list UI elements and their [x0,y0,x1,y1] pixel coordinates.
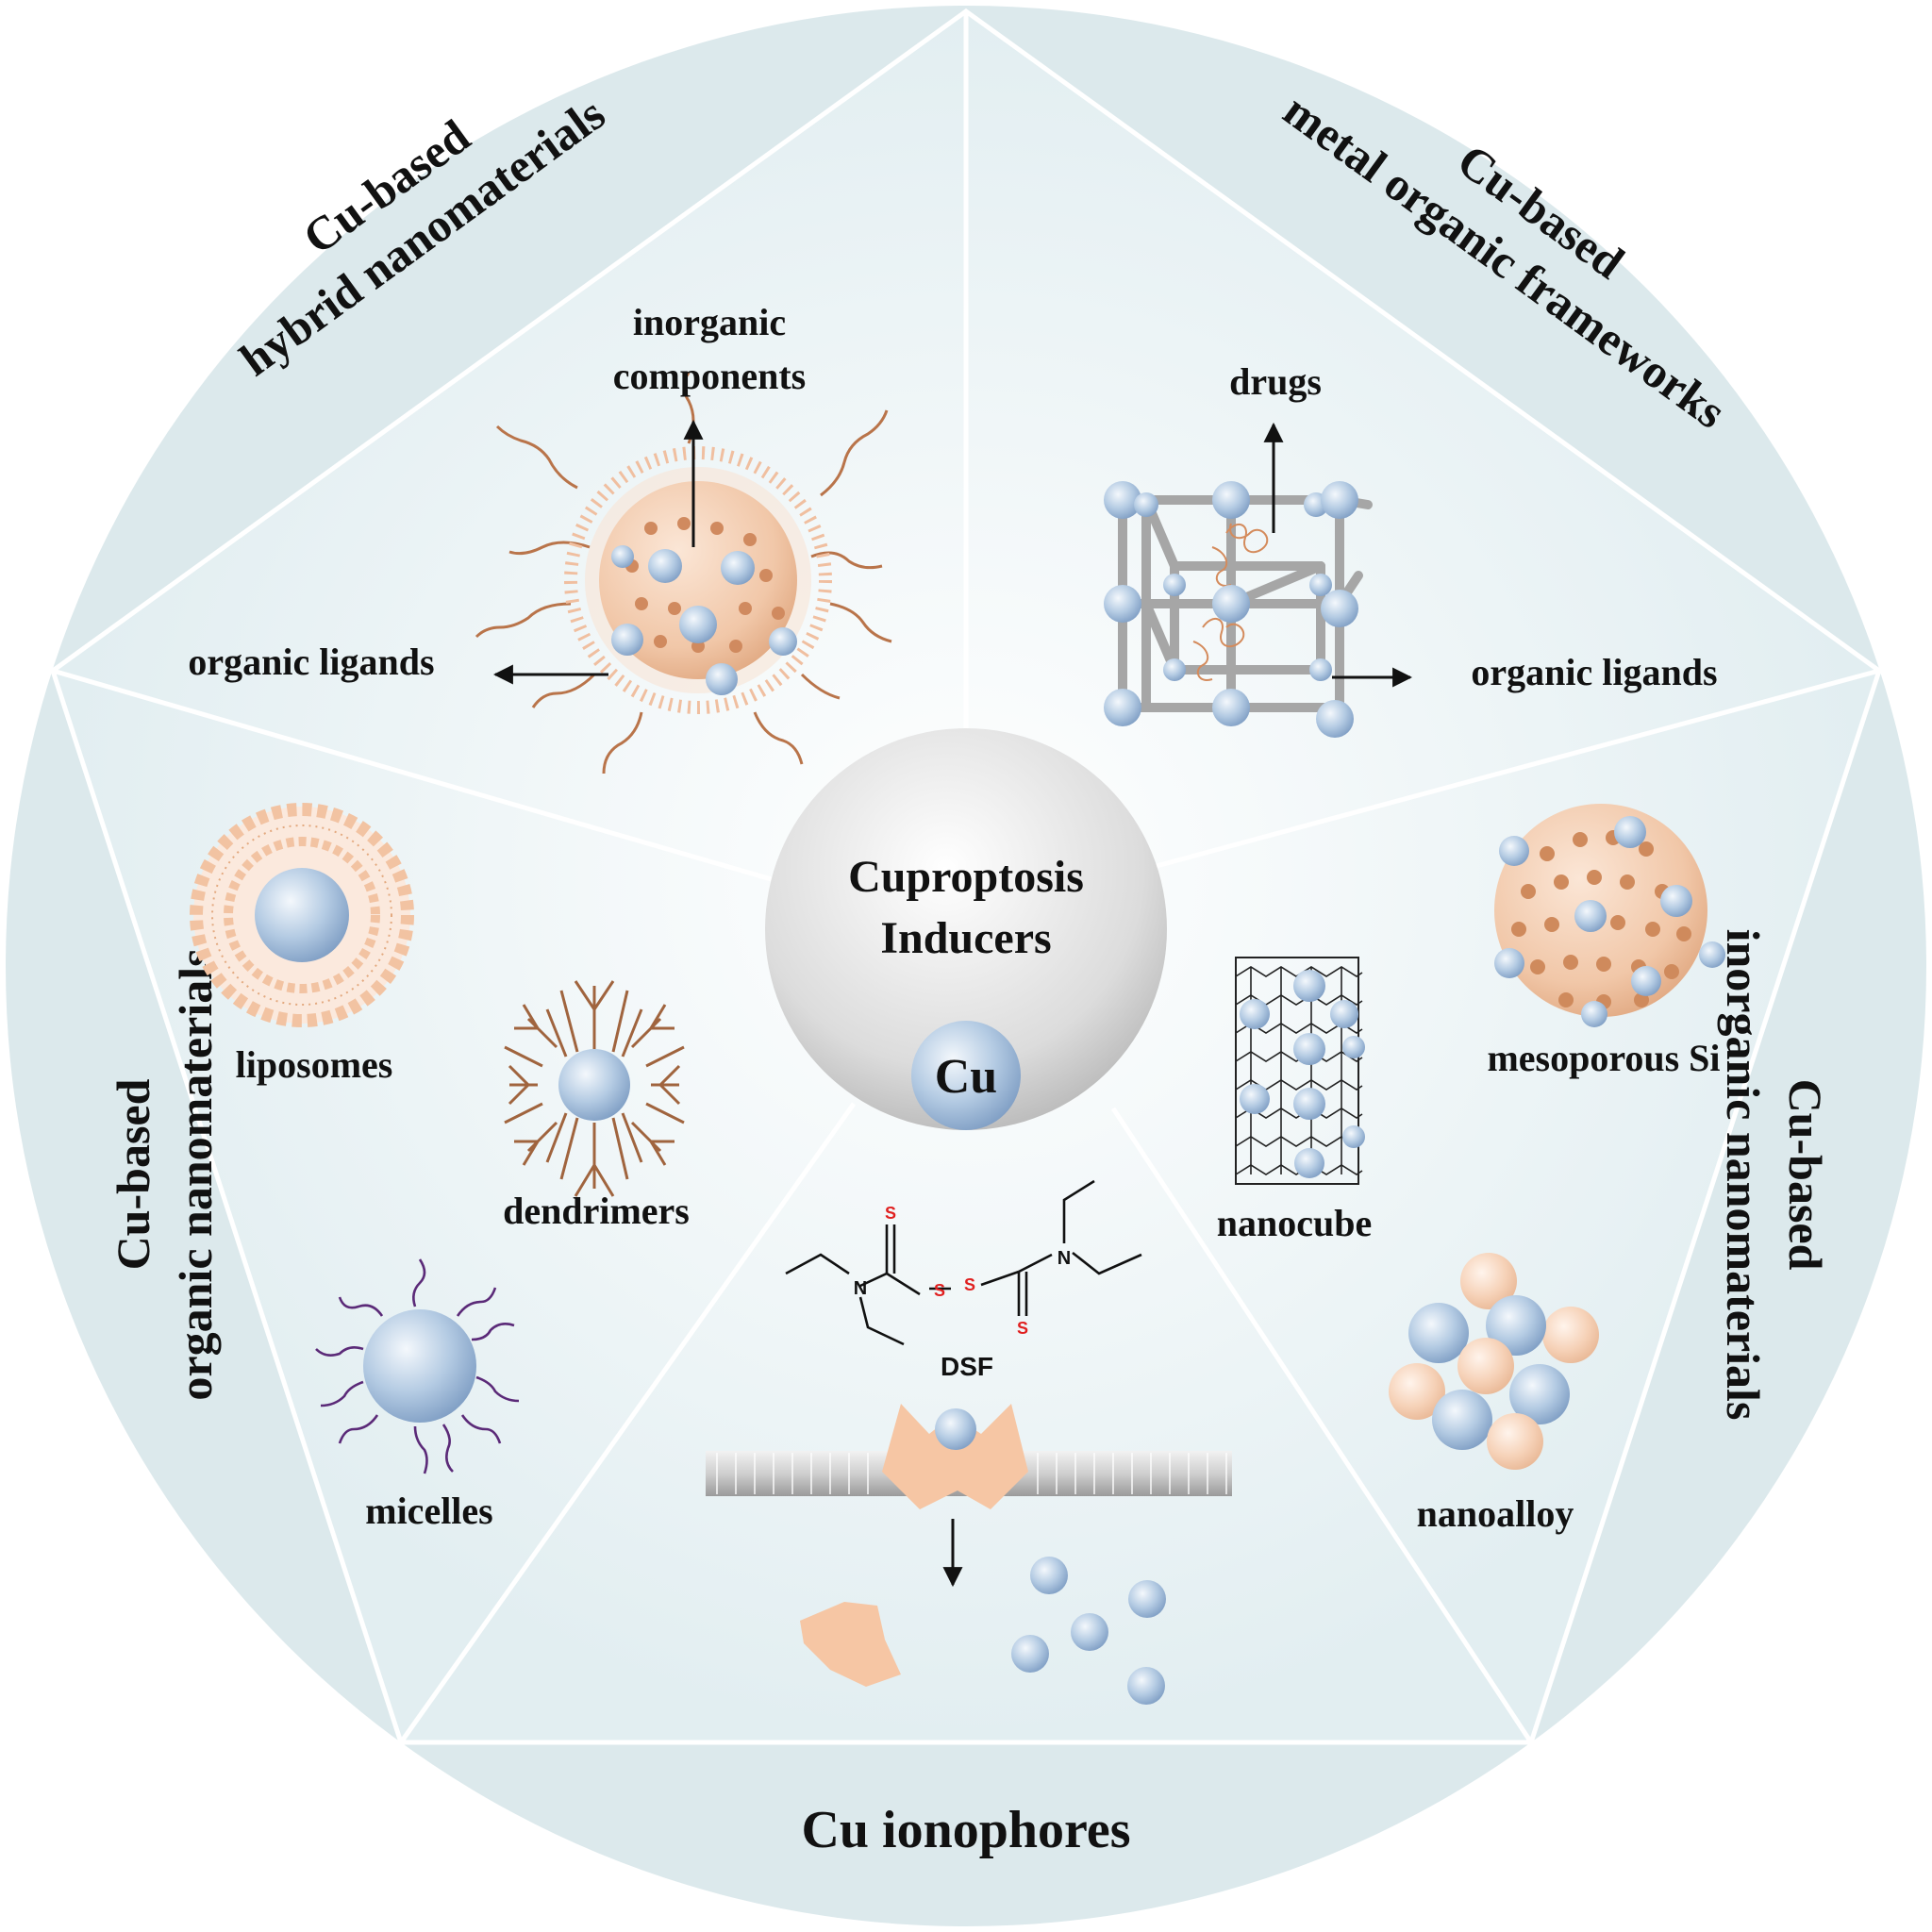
inorganic-title-line2: inorganic nanomaterials [1717,929,1770,1421]
label-micelles: micelles [365,1490,493,1532]
label-nanoalloy: nanoalloy [1417,1492,1574,1535]
released-cu-spheres [1011,1557,1166,1705]
mof-drug-molecules [1192,523,1269,681]
atom-s-1: S [885,1204,896,1223]
section-ionophores: Cu ionophores S S S S N N DSF [706,1179,1232,1859]
atom-n-1: N [854,1278,867,1299]
section-inorganic: Cu-based inorganic nanomaterials [1217,804,1832,1535]
hybrid-particle [475,372,892,774]
cu-core-label: Cu [935,1050,997,1104]
center-title-line1: Cuproptosis [848,852,1084,902]
mof-label-organic: organic ligands [1471,651,1717,693]
label-nanocube: nanocube [1217,1202,1373,1244]
organic-title-line1: Cu-based [107,1078,159,1270]
mof-framework [1104,481,1373,738]
dsf-atoms: S S S S N N [854,1204,1071,1338]
ionophores-title: Cu ionophores [801,1801,1130,1859]
atom-n-2: N [1058,1248,1071,1269]
carried-cu-sphere [935,1408,976,1450]
hybrid-label-inorganic-line2: components [613,355,806,397]
atom-s-2: S [934,1281,945,1300]
label-dendrimers: dendrimers [503,1190,690,1232]
mof-cu-nodes [1104,481,1358,738]
liposome [190,803,414,1027]
hybrid-organic-tails [475,372,892,774]
hybrid-cu-spheres [611,545,797,695]
nanocube-tube [1235,957,1365,1185]
nanoalloy-cluster [1389,1253,1599,1470]
inorganic-title-line1: Cu-based [1779,1079,1832,1271]
dendrimer [504,980,685,1197]
center-title-line2: Inducers [880,913,1051,963]
center-sphere [765,728,1167,1130]
cu-core-sphere [911,1021,1021,1130]
hybrid-label-organic: organic ligands [188,641,434,683]
atom-s-3: S [964,1275,975,1294]
atom-s-4: S [1017,1319,1028,1338]
label-liposomes: liposomes [236,1043,393,1086]
label-dsf: DSF [941,1352,993,1381]
dsf-structure [785,1179,1142,1346]
hybrid-lipid-shell [564,446,832,714]
label-mesoporous-si: mesoporous Si [1487,1037,1720,1079]
section-organic: Cu-based organic nanomaterials [107,803,690,1532]
mof-label-drugs: drugs [1229,360,1322,403]
mesoporous-si-particle [1494,804,1725,1027]
section-dividers [50,8,1882,1745]
released-carrier [800,1602,901,1687]
ionophore-carrier [882,1404,1028,1509]
organic-title-line2: organic nanomaterials [169,948,222,1400]
micelle [315,1258,520,1474]
center-node: Cuproptosis Inducers Cu [765,728,1167,1130]
hybrid-label-inorganic-line1: inorganic [633,301,786,343]
